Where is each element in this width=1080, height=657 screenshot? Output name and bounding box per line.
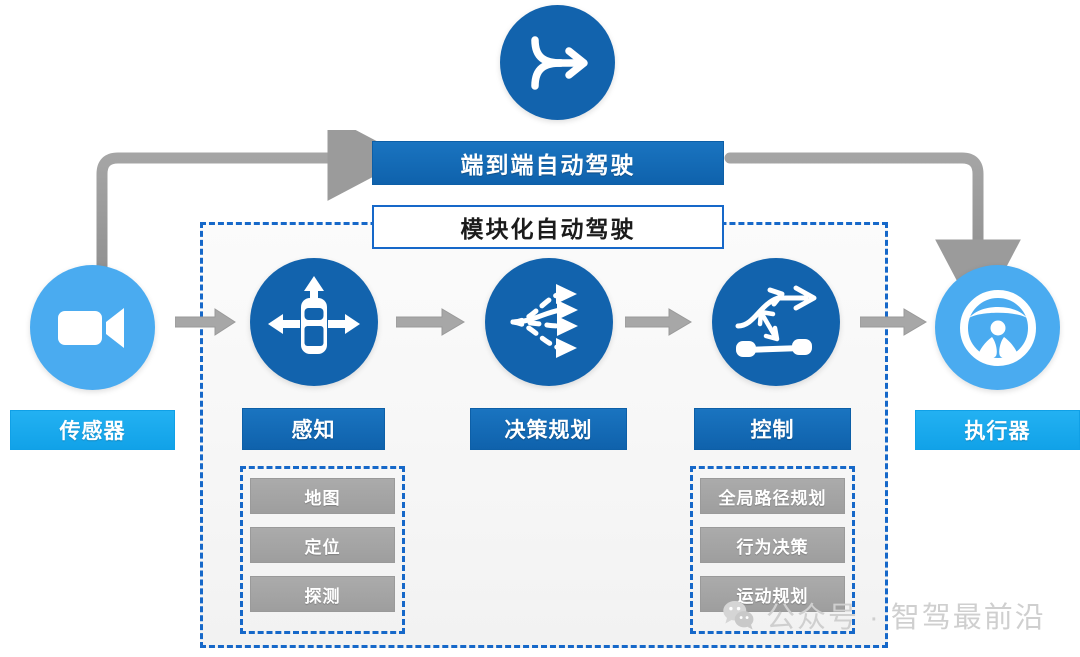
- modular-label-bar[interactable]: 模块化自动驾驶: [372, 205, 724, 249]
- chip-label: 全局路径规划: [718, 488, 827, 508]
- list-item[interactable]: 全局路径规划: [700, 478, 845, 514]
- end-to-end-label-bar[interactable]: 端到端自动驾驶: [372, 141, 724, 185]
- chip-label: 探测: [304, 586, 341, 606]
- stage-label-planning[interactable]: 决策规划: [470, 408, 627, 450]
- car-with-arrows-icon: [250, 258, 378, 386]
- list-item[interactable]: 地图: [250, 478, 395, 514]
- list-item[interactable]: 行为决策: [700, 527, 845, 563]
- arrow-sensor-to-perception: [175, 308, 236, 336]
- chip-label: 地图: [304, 488, 341, 508]
- trajectory-fan-icon: [485, 258, 613, 386]
- actuator-label-bar[interactable]: 执行器: [915, 410, 1080, 450]
- chip-label: 行为决策: [736, 537, 809, 557]
- merge-arrow-icon: [500, 5, 615, 120]
- perception-subitems-container: [240, 466, 405, 634]
- chip-label: 运动规划: [736, 586, 809, 606]
- stage-label-perception[interactable]: 感知: [242, 408, 385, 450]
- actuator-label: 执行器: [964, 420, 1031, 443]
- watermark: 公众号 · 智驾最前沿: [722, 594, 1046, 636]
- modular-label: 模块化自动驾驶: [460, 216, 636, 242]
- control-curve-icon: [712, 258, 840, 386]
- control-subitems-list: 全局路径规划 行为决策 运动规划: [700, 478, 845, 612]
- planning-label: 决策规划: [504, 419, 593, 442]
- list-item[interactable]: 定位: [250, 527, 395, 563]
- control-label: 控制: [750, 419, 795, 442]
- wechat-icon: [723, 600, 754, 630]
- list-item[interactable]: 运动规划: [700, 576, 845, 612]
- end-to-end-label: 端到端自动驾驶: [460, 152, 636, 178]
- arrow-perception-to-planning: [396, 308, 465, 336]
- perception-label: 感知: [291, 419, 336, 442]
- arrow-planning-to-control: [625, 308, 692, 336]
- arrow-control-to-actuator: [860, 308, 927, 336]
- sensor-label: 传感器: [59, 420, 126, 443]
- stage-label-control[interactable]: 控制: [694, 408, 851, 450]
- camera-icon: [30, 265, 155, 390]
- steering-wheel-icon: [935, 265, 1060, 390]
- control-subitems-container: [690, 466, 855, 634]
- perception-subitems-list: 地图 定位 探测: [250, 478, 395, 612]
- chip-label: 定位: [304, 537, 341, 557]
- list-item[interactable]: 探测: [250, 576, 395, 612]
- watermark-text: 公众号 · 智驾最前沿: [766, 602, 1046, 634]
- sensor-label-bar[interactable]: 传感器: [10, 410, 175, 450]
